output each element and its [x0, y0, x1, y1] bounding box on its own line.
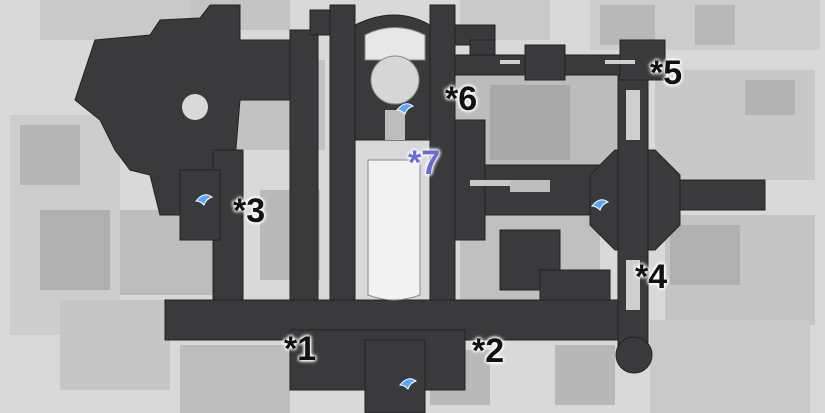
central-plaza [364, 27, 640, 310]
map-marker-2[interactable]: *2 [472, 332, 505, 370]
buildings-layer [10, 0, 820, 413]
map-marker-5[interactable]: *5 [650, 54, 683, 92]
map-marker-3[interactable]: *3 [233, 192, 266, 230]
map-marker-1[interactable]: *1 [284, 330, 317, 368]
map-marker-6[interactable]: *6 [445, 80, 478, 118]
teleport-anchor-icon[interactable] [589, 192, 611, 214]
teleport-anchor-icon[interactable] [394, 96, 416, 118]
map-marker-4[interactable]: *4 [635, 258, 668, 296]
teleport-anchor-icon[interactable] [193, 187, 215, 209]
map-marker-7[interactable]: *7 [408, 144, 441, 182]
teleport-anchor-icon[interactable] [397, 371, 419, 393]
